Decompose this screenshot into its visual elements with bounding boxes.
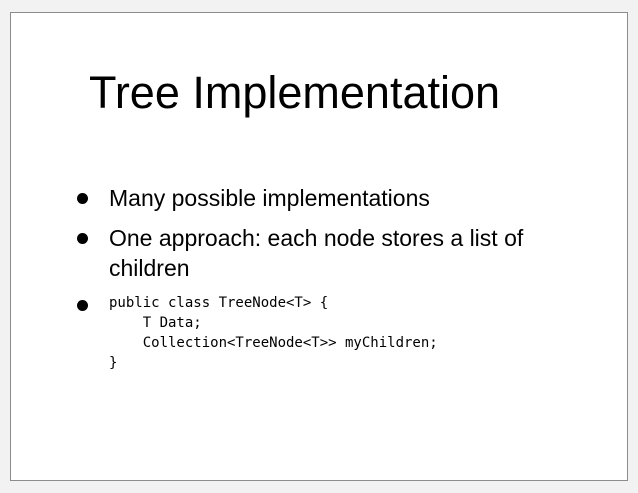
bullet-text: One approach: each node stores a list of… — [109, 225, 524, 281]
bullet-icon — [77, 300, 88, 311]
slide-title: Tree Implementation — [89, 67, 501, 118]
bullet-text: Many possible implementations — [109, 185, 430, 211]
bullet-item: One approach: each node stores a list of… — [75, 223, 595, 283]
code-line: Collection<TreeNode<T>> myChildren; — [109, 335, 438, 351]
code-line: public class TreeNode<T> { — [109, 295, 329, 311]
code-block: public class TreeNode<T> { T Data; Colle… — [109, 293, 595, 373]
bullet-list: Many possible implementations One approa… — [75, 183, 595, 373]
code-line: } — [109, 355, 118, 371]
bullet-item: Many possible implementations — [75, 183, 595, 213]
code-line: T Data; — [109, 315, 202, 331]
bullet-icon — [77, 233, 88, 244]
bullet-item-code: public class TreeNode<T> { T Data; Colle… — [75, 293, 595, 373]
bullet-icon — [77, 193, 88, 204]
slide: Tree Implementation Many possible implem… — [10, 12, 628, 481]
